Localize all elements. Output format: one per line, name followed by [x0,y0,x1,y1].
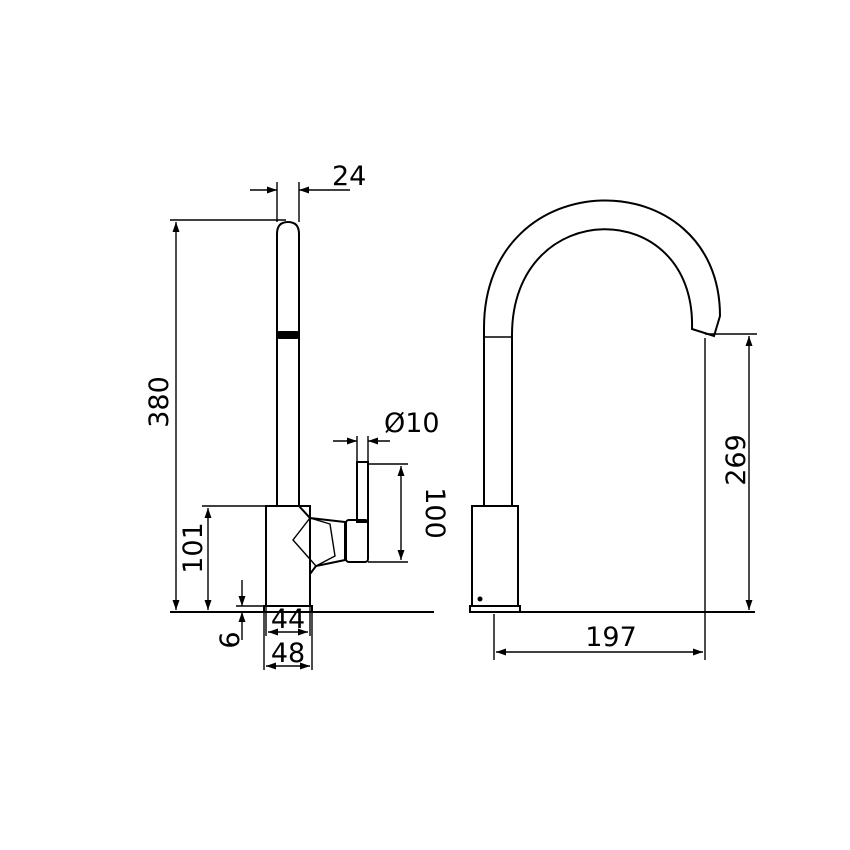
side-lever-stem [356,461,369,523]
side-lever-hub [298,505,346,575]
dim-label-base-height: 6 [215,631,246,648]
side-lever-hub-inner [309,517,336,567]
front-view: 269 197 [469,199,757,660]
front-base-plate [469,605,521,613]
dim-outlet-height: 269 [705,333,757,610]
front-spout [483,199,722,506]
side-aerator [276,331,300,339]
dim-total-height: 380 [144,219,286,610]
side-view: 24 380 Ø10 100 101 [144,161,450,670]
dim-label-body-height: 101 [178,522,209,574]
side-lever-hub-bevel [292,517,317,567]
dim-label-base-outer-width: 48 [271,638,305,669]
dim-lever-diameter: Ø10 [333,408,440,462]
dim-label-base-inner-width: 44 [271,604,305,635]
front-indicator-dot [477,596,483,602]
dim-body-height: 101 [178,505,266,610]
dim-base-height: 6 [215,580,264,649]
side-base-plate [263,605,313,613]
side-body [265,505,311,607]
dim-spout-width: 24 [250,161,366,222]
dim-lever-height: 100 [368,463,450,563]
dim-label-total-height: 380 [144,376,175,428]
side-spout-column [276,220,300,506]
dim-label-lever-height: 100 [419,487,450,539]
dim-label-spout-reach: 197 [585,622,637,653]
front-body [471,505,519,607]
dim-label-spout-width: 24 [332,161,366,192]
dim-base-widths: 44 48 [263,604,313,670]
side-lever-cap [345,519,369,563]
dim-label-lever-diameter: Ø10 [384,408,440,439]
dim-spout-reach: 197 [493,338,706,660]
dim-label-outlet-height: 269 [721,434,752,486]
